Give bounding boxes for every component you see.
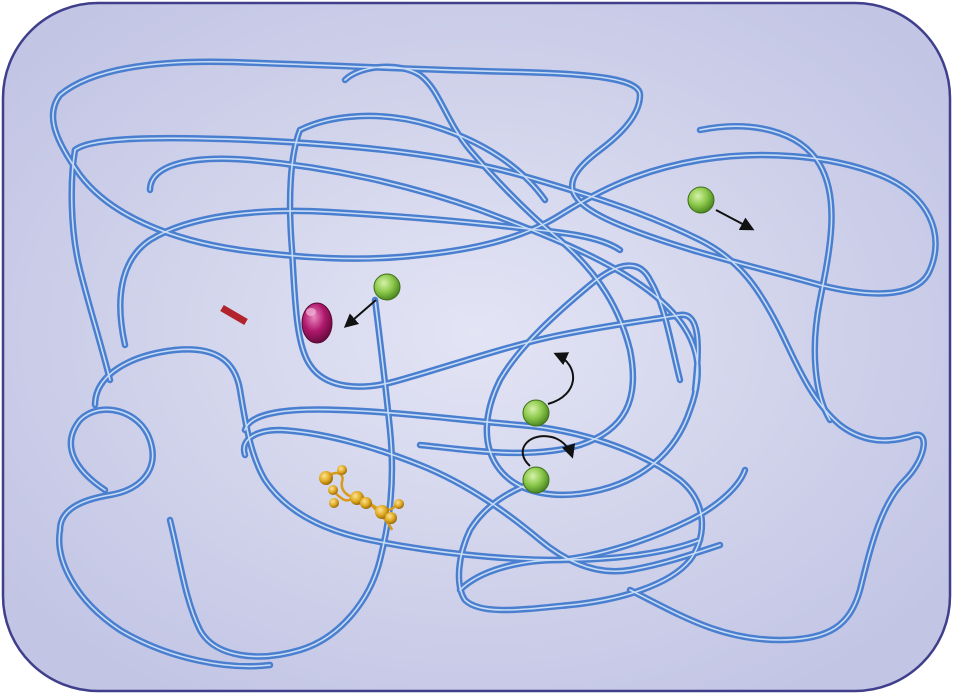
arrow-hopping (547, 352, 574, 405)
search-protein-sliding (373, 273, 401, 301)
search-protein-hopping (522, 399, 550, 427)
tangled-protein (319, 465, 404, 531)
dna-strand (53, 62, 936, 666)
search-protein-free (687, 186, 715, 214)
search-protein-transfer (522, 466, 550, 494)
arrow-transfer (521, 435, 576, 467)
sequence-marker (220, 304, 248, 326)
target-site (301, 302, 333, 344)
arrow-diffusion (715, 209, 755, 231)
arrow-sliding (343, 299, 377, 328)
